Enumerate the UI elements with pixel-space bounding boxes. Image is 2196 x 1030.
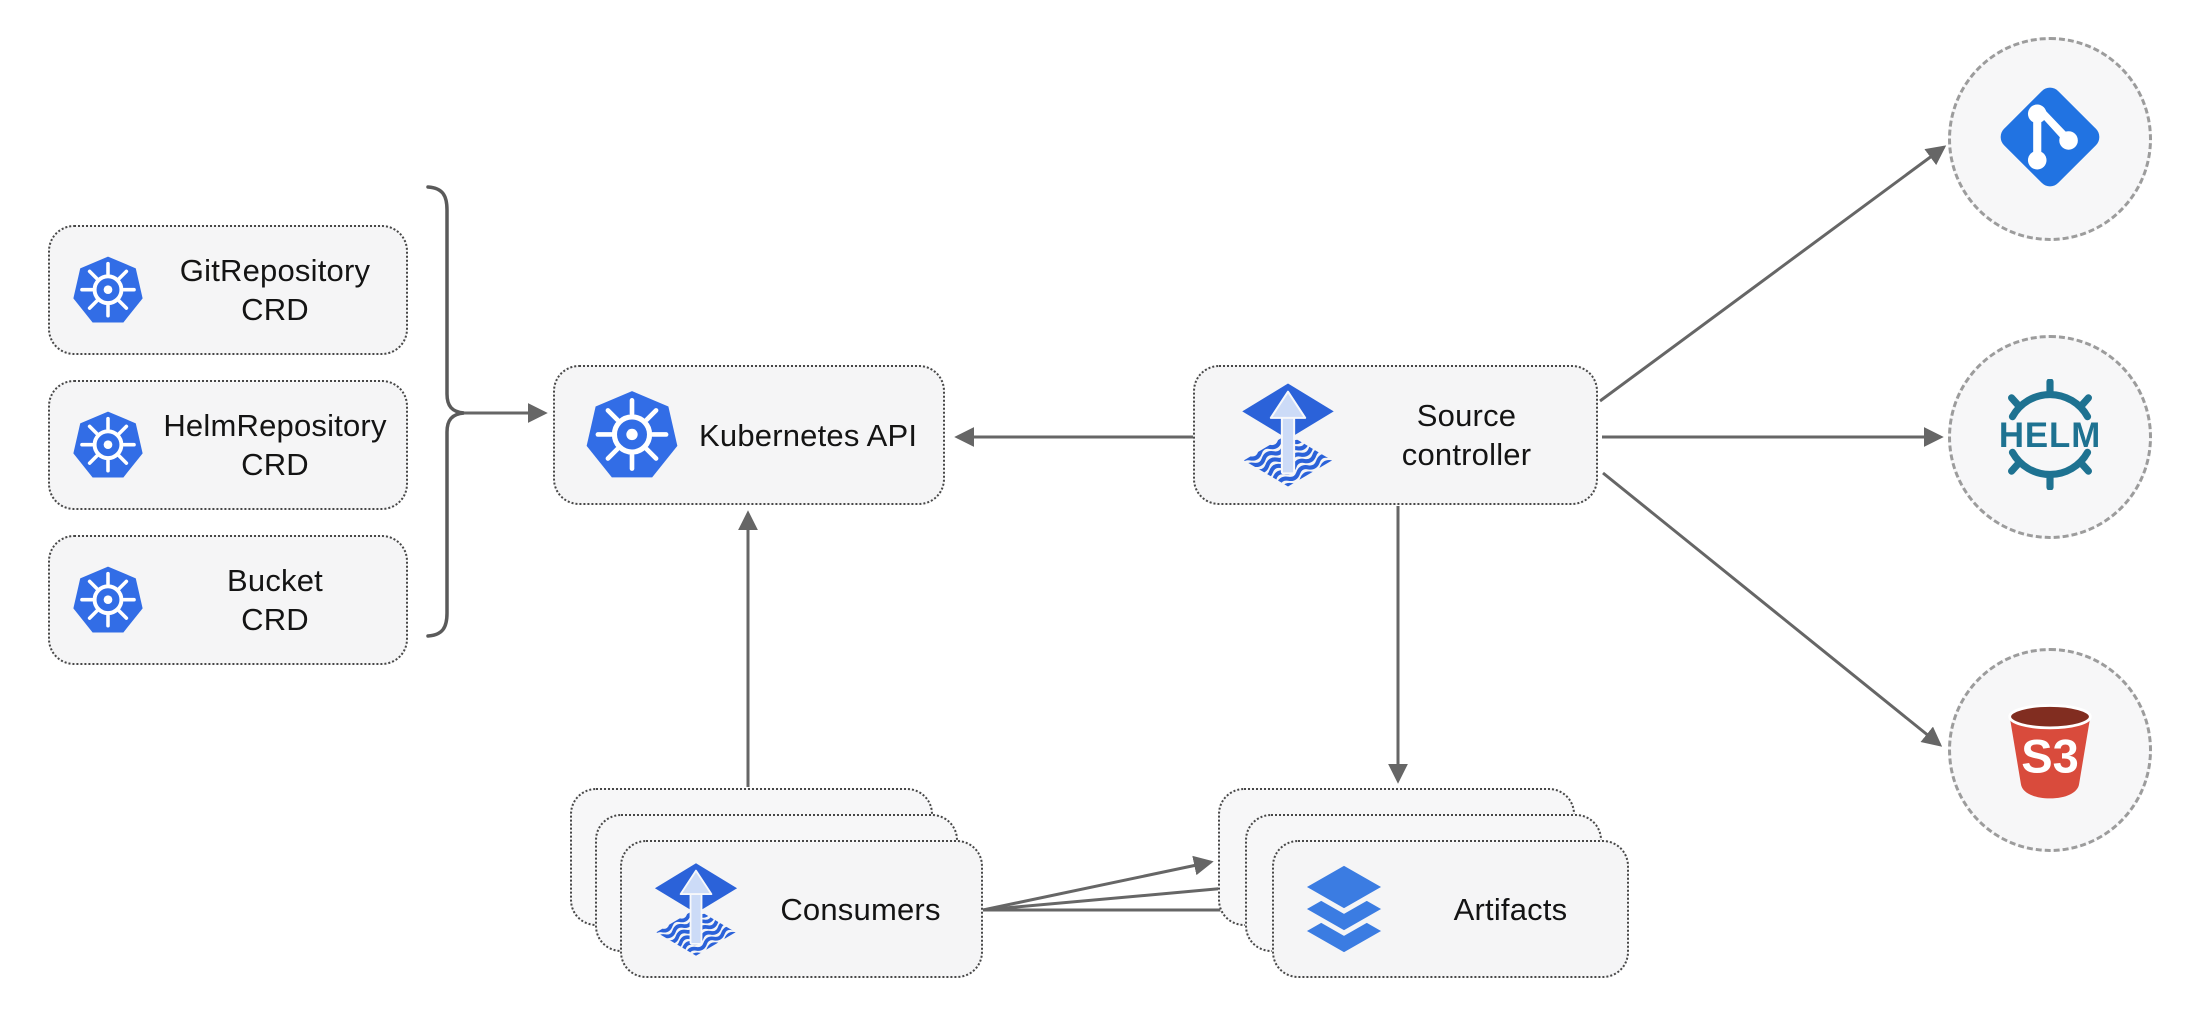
node-label: GitRepository CRD: [179, 253, 371, 327]
node-gitrepository-crd: GitRepository CRD: [48, 225, 408, 355]
layers-icon: [1294, 860, 1394, 958]
helm-label: HELM: [1999, 416, 2101, 455]
crd-group-bracket: [426, 185, 465, 638]
kubernetes-icon: [72, 410, 144, 481]
helm-icon: HELM: [1983, 378, 2117, 495]
arrow-consumers-to-artifacts-2: [982, 878, 1241, 912]
git-icon: [1992, 79, 2108, 200]
kubernetes-icon: [585, 389, 679, 482]
node-bucket-crd: Bucket CRD: [48, 535, 408, 665]
node-consumers: Consumers: [620, 840, 983, 978]
arrow-source-controller-to-s3: [1602, 471, 1943, 747]
node-label: HelmRepository CRD: [163, 408, 387, 482]
kubernetes-icon: [72, 565, 144, 636]
s3-icon: S3: [1994, 692, 2106, 809]
node-artifacts: Artifacts: [1272, 840, 1629, 978]
node-label: Source controller: [1401, 398, 1532, 472]
node-label: Bucket CRD: [227, 563, 323, 637]
s3-label: S3: [2021, 729, 2079, 782]
node-helmrepository-crd: HelmRepository CRD: [48, 380, 408, 510]
kubernetes-icon: [72, 255, 144, 326]
arrow-source-controller-to-git: [1599, 145, 1947, 403]
endpoint-git-repository: [1948, 37, 2152, 241]
flux-icon: [652, 860, 740, 959]
node-label: Consumers: [780, 891, 941, 927]
node-label: Artifacts: [1453, 891, 1568, 927]
arrow-consumers-to-artifacts-1: [982, 855, 1214, 912]
flux-icon: [1239, 380, 1337, 490]
node-kubernetes-api: Kubernetes API: [553, 365, 945, 505]
node-source-controller: Source controller: [1193, 365, 1598, 505]
node-label: Kubernetes API: [699, 417, 918, 453]
endpoint-helm-repository: HELM: [1948, 335, 2152, 539]
endpoint-s3-bucket: S3: [1948, 648, 2152, 852]
